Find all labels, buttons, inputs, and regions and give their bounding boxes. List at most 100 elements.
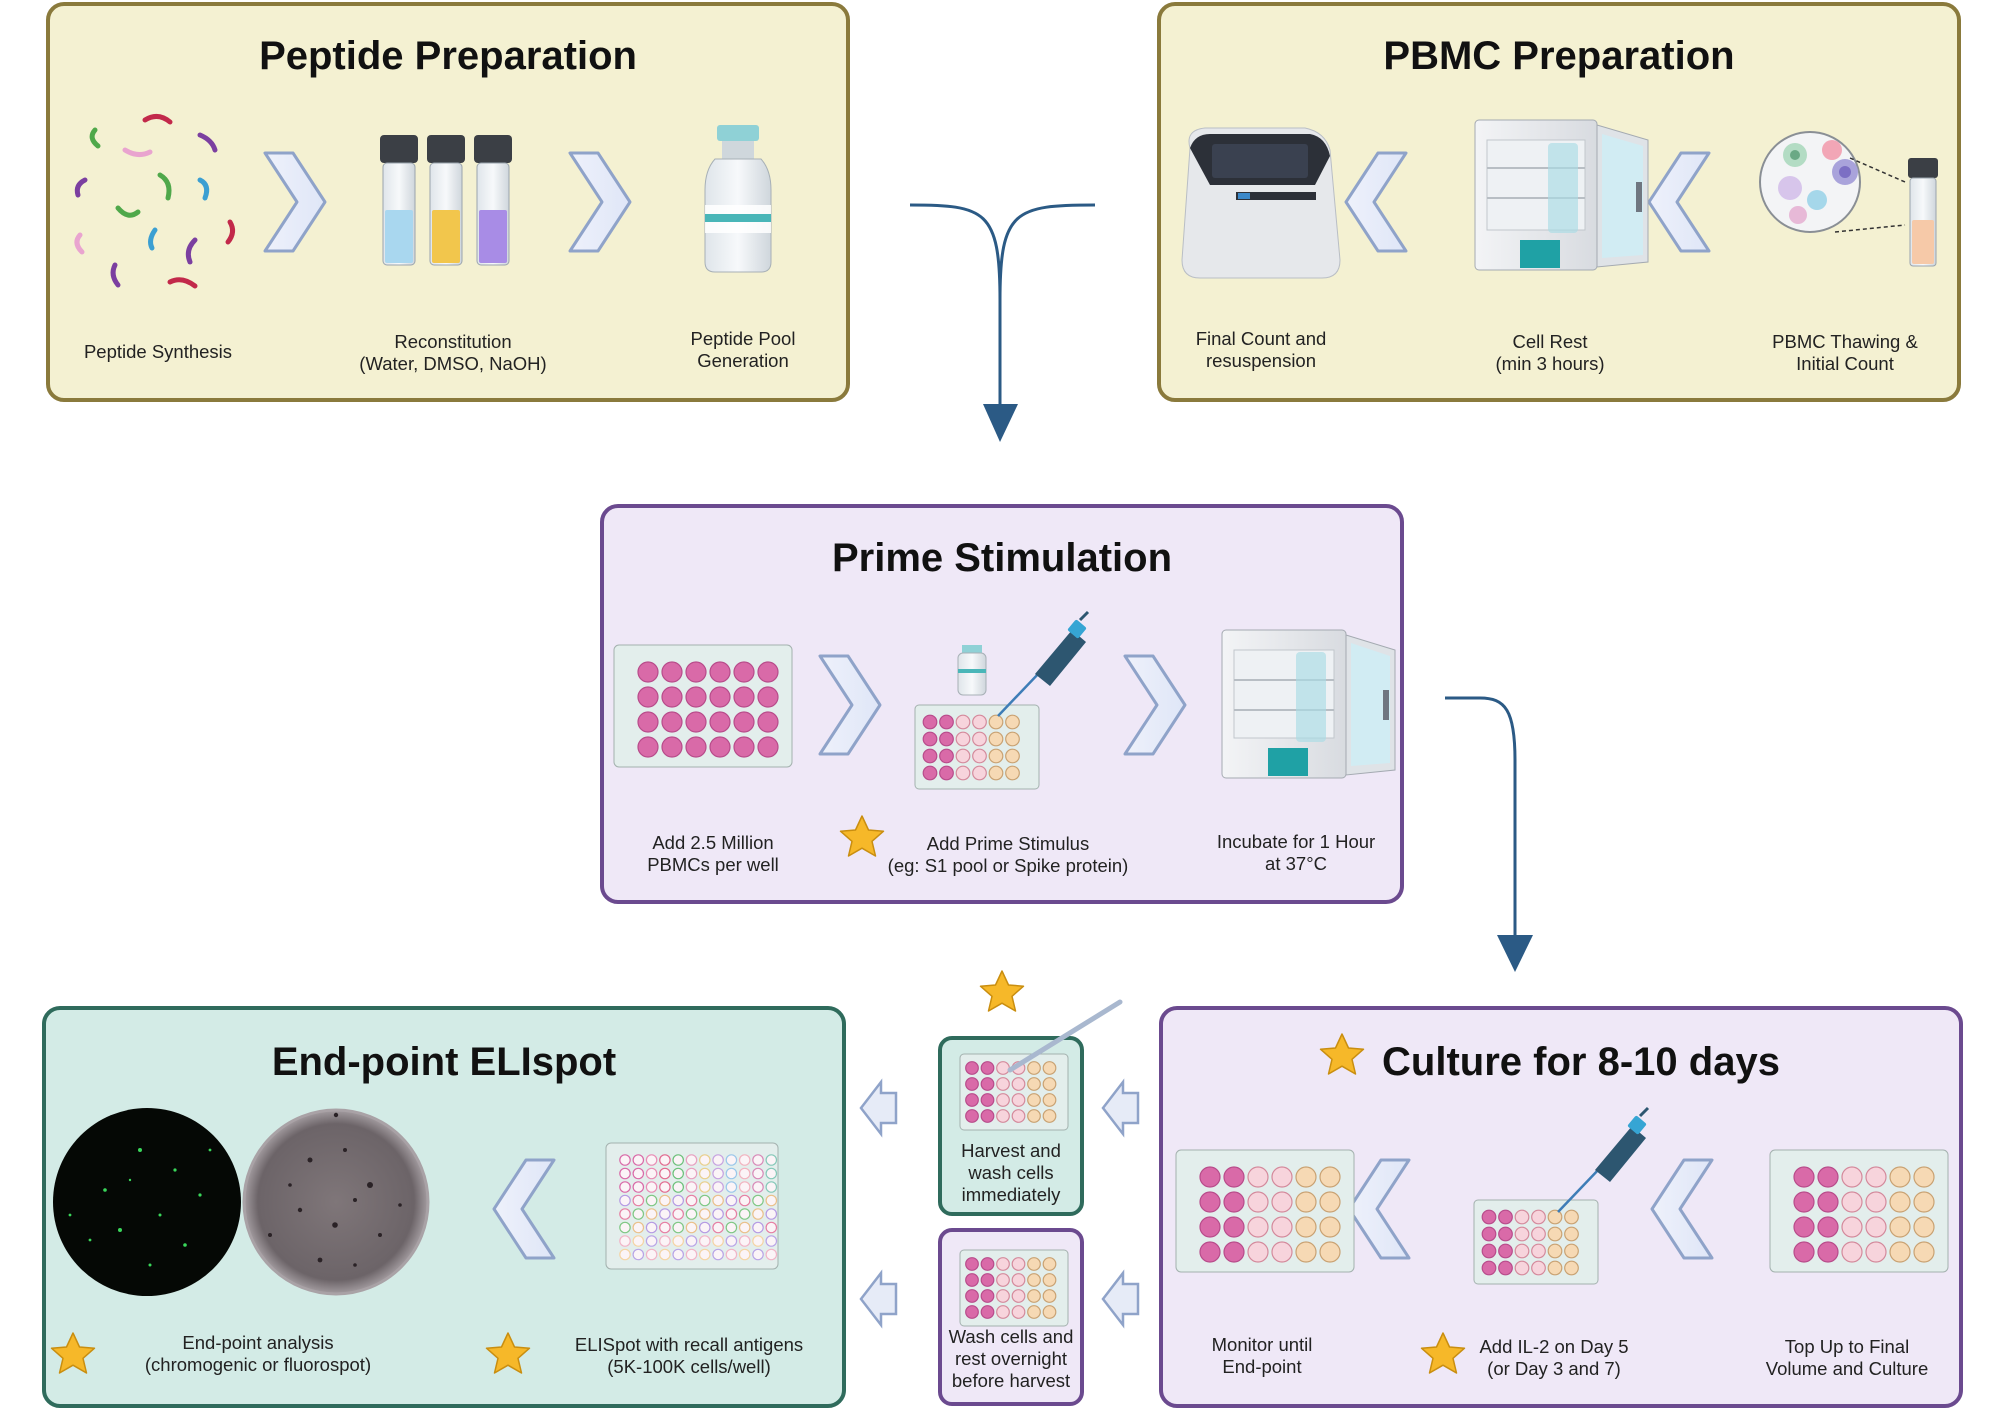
well xyxy=(1042,1077,1057,1091)
well xyxy=(685,736,707,758)
well xyxy=(685,1167,698,1180)
well xyxy=(645,1181,658,1193)
well xyxy=(698,1181,711,1193)
well xyxy=(738,1194,751,1207)
well xyxy=(637,711,659,733)
well xyxy=(922,714,938,730)
well xyxy=(1498,1243,1513,1259)
well xyxy=(1027,1109,1041,1123)
well xyxy=(1247,1216,1269,1238)
well xyxy=(1295,1191,1317,1213)
well xyxy=(685,1154,698,1166)
well xyxy=(765,1248,778,1261)
well xyxy=(765,1154,778,1166)
well xyxy=(1271,1241,1293,1263)
well xyxy=(659,1235,671,1247)
well xyxy=(712,1194,724,1207)
well xyxy=(922,748,938,764)
prime-to-culture-arrow xyxy=(1445,696,1517,935)
plate-24-well-prime xyxy=(613,644,793,768)
well xyxy=(632,1154,645,1166)
well xyxy=(1865,1241,1887,1263)
well xyxy=(1913,1241,1935,1263)
well xyxy=(1295,1241,1317,1263)
well xyxy=(645,1235,658,1247)
well xyxy=(1889,1191,1911,1213)
well xyxy=(972,748,987,764)
well xyxy=(645,1208,658,1220)
well xyxy=(1042,1273,1057,1287)
pipette-il2-icon xyxy=(1557,1106,1650,1213)
well xyxy=(645,1194,658,1207)
well xyxy=(1319,1166,1341,1188)
rest-label: Wash cells and rest overnight before har… xyxy=(948,1326,1074,1391)
well xyxy=(757,661,779,683)
well xyxy=(1865,1166,1887,1188)
well xyxy=(965,1109,979,1123)
well xyxy=(712,1235,724,1247)
plate-prime-stimulus xyxy=(914,704,1040,790)
pbmc-preparation-title: PBMC Preparation xyxy=(1383,34,1735,78)
well xyxy=(1547,1243,1563,1259)
well xyxy=(996,1109,1010,1123)
well xyxy=(685,711,707,733)
well xyxy=(709,686,731,708)
step-incubate: Incubate for 1 Hour at 37°C xyxy=(1216,831,1376,874)
well xyxy=(1817,1166,1839,1188)
well xyxy=(1913,1191,1935,1213)
well xyxy=(1793,1191,1815,1213)
peptide-squiggles xyxy=(74,114,236,289)
peptide-preparation-title: Peptide Preparation xyxy=(259,34,637,78)
well xyxy=(988,765,1004,781)
well xyxy=(1817,1241,1839,1263)
well xyxy=(698,1194,711,1207)
well xyxy=(765,1181,778,1193)
well xyxy=(645,1167,658,1180)
well xyxy=(1247,1166,1269,1188)
well xyxy=(619,1181,631,1193)
well xyxy=(1027,1305,1041,1319)
well xyxy=(1271,1166,1293,1188)
well xyxy=(765,1194,778,1207)
well xyxy=(1042,1093,1057,1107)
well xyxy=(632,1167,645,1180)
well xyxy=(685,1194,698,1207)
vial-water-icon xyxy=(380,135,418,266)
well xyxy=(1011,1289,1026,1303)
step-endpoint-analysis: End-point analysis (chromogenic or fluor… xyxy=(144,1332,372,1375)
well xyxy=(752,1235,764,1247)
well xyxy=(1005,731,1020,747)
well xyxy=(1793,1241,1815,1263)
well xyxy=(733,686,755,708)
well xyxy=(1319,1241,1341,1263)
well xyxy=(965,1061,979,1075)
step-peptide-pool: Peptide Pool Generation xyxy=(690,328,796,371)
well xyxy=(733,736,755,758)
well xyxy=(672,1181,684,1193)
well xyxy=(1005,714,1020,730)
well xyxy=(752,1154,764,1166)
well xyxy=(1295,1216,1317,1238)
well xyxy=(1841,1191,1863,1213)
step-elispot-recall: ELISpot with recall antigens (5K-100K ce… xyxy=(574,1334,804,1377)
well xyxy=(1199,1191,1221,1213)
well xyxy=(619,1154,631,1166)
well xyxy=(632,1221,645,1234)
well xyxy=(1889,1166,1911,1188)
well xyxy=(1481,1209,1497,1225)
well xyxy=(619,1248,631,1261)
well xyxy=(972,731,987,747)
well xyxy=(661,686,683,708)
well xyxy=(1199,1216,1221,1238)
well xyxy=(1319,1191,1341,1213)
incubator-icon-rest xyxy=(1474,119,1649,271)
well xyxy=(661,736,683,758)
prime-to-culture-arrowhead xyxy=(1497,935,1533,972)
well xyxy=(955,748,971,764)
well xyxy=(752,1194,764,1207)
pipette-prime-icon xyxy=(997,610,1090,717)
well xyxy=(632,1181,645,1193)
well xyxy=(738,1208,751,1220)
well xyxy=(1223,1241,1245,1263)
